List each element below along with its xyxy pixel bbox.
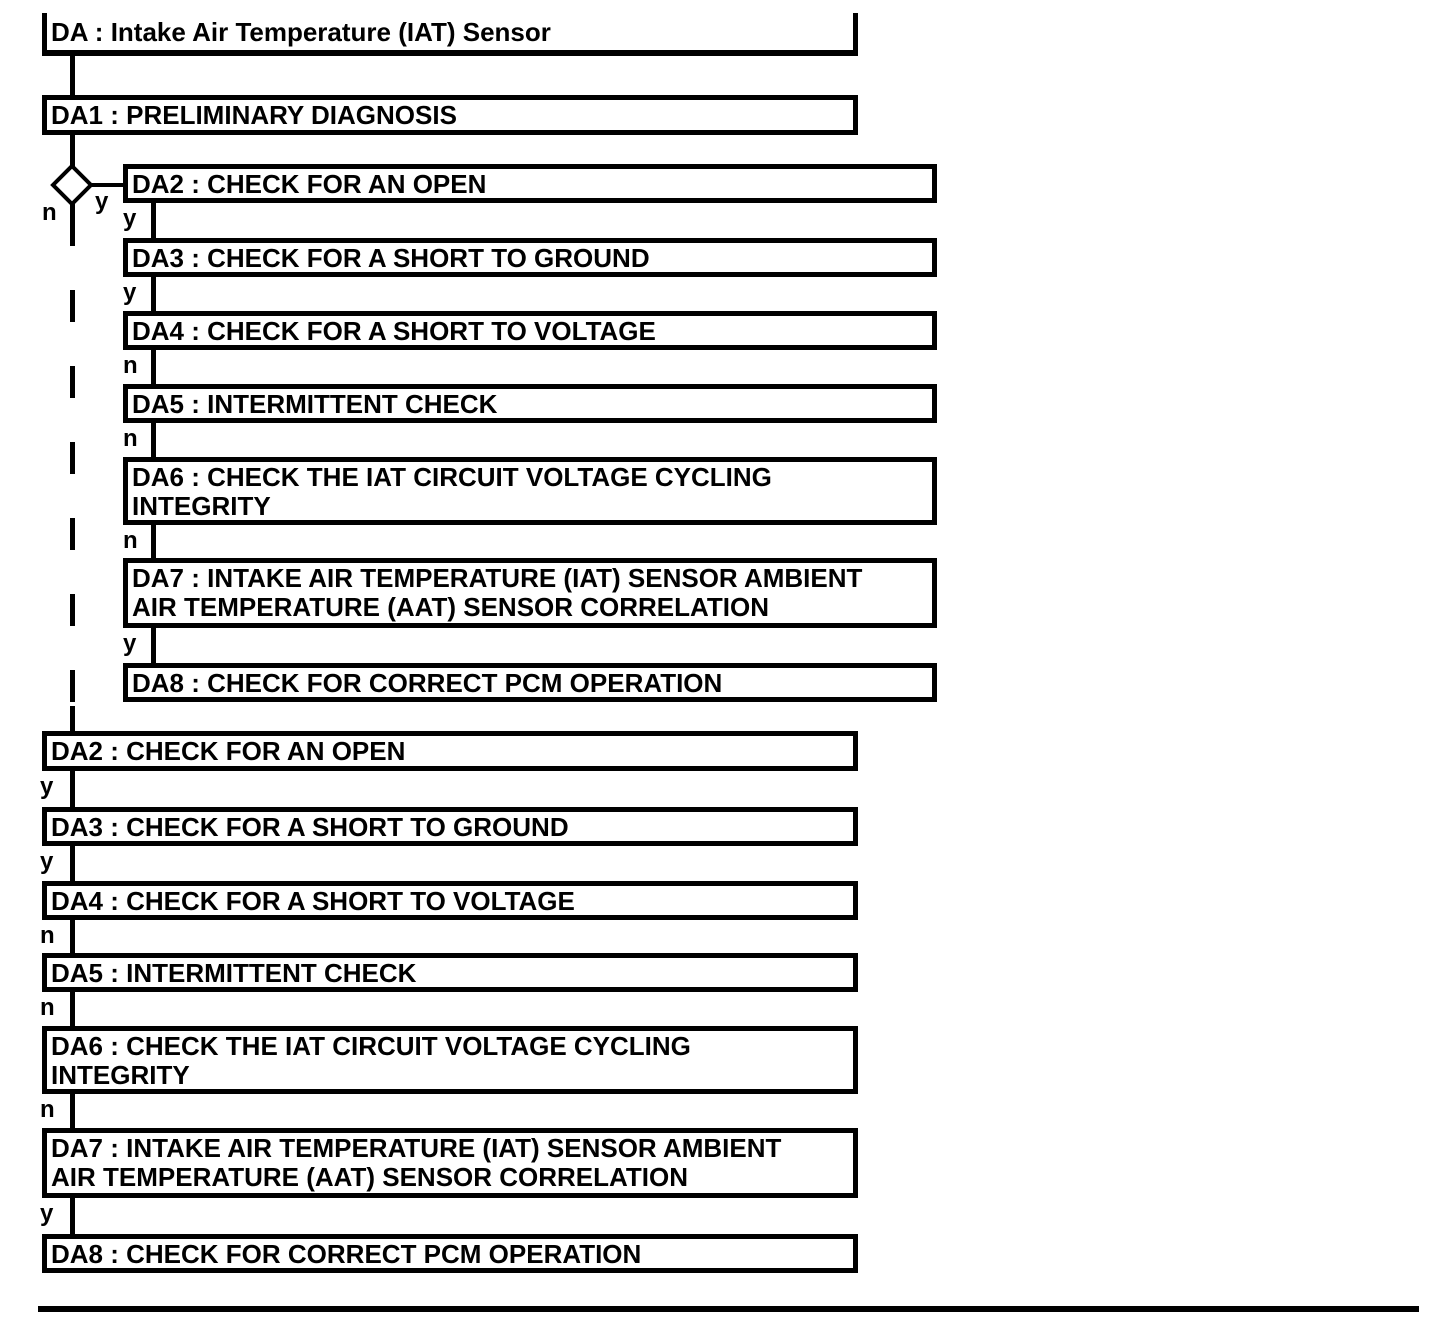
branch-outcome-label: y bbox=[123, 279, 137, 306]
diamond-shape bbox=[50, 163, 94, 207]
no-branch-step-da2[interactable]: DA2 : CHECK FOR AN OPEN bbox=[42, 731, 858, 771]
no-branch-step-da4[interactable]: DA4 : CHECK FOR A SHORT TO VOLTAGE bbox=[42, 881, 858, 920]
branch-line bbox=[92, 183, 125, 187]
no-branch-step-da8[interactable]: DA8 : CHECK FOR CORRECT PCM OPERATION bbox=[42, 1234, 858, 1273]
yes-branch-step-da5[interactable]: DA5 : INTERMITTENT CHECK bbox=[123, 384, 937, 423]
yes-branch-step-da6[interactable]: DA6 : CHECK THE IAT CIRCUIT VOLTAGE CYCL… bbox=[123, 457, 937, 525]
branch-outcome-label: y bbox=[40, 773, 54, 800]
connector-line bbox=[151, 203, 156, 238]
connector-line bbox=[70, 203, 75, 246]
connector-line bbox=[70, 992, 75, 1026]
no-branch-step-da7[interactable]: DA7 : INTAKE AIR TEMPERATURE (IAT) SENSO… bbox=[42, 1128, 858, 1198]
branch-outcome-label: n bbox=[123, 527, 138, 554]
connector-line bbox=[151, 423, 156, 457]
branch-outcome-label: y bbox=[40, 1200, 54, 1227]
yes-branch-step-da3[interactable]: DA3 : CHECK FOR A SHORT TO GROUND bbox=[123, 238, 937, 277]
no-branch-step-da6[interactable]: DA6 : CHECK THE IAT CIRCUIT VOLTAGE CYCL… bbox=[42, 1026, 858, 1094]
yes-branch-step-da7[interactable]: DA7 : INTAKE AIR TEMPERATURE (IAT) SENSO… bbox=[123, 558, 937, 628]
yes-branch-step-da4[interactable]: DA4 : CHECK FOR A SHORT TO VOLTAGE bbox=[123, 311, 937, 350]
no-branch-step-da5[interactable]: DA5 : INTERMITTENT CHECK bbox=[42, 953, 858, 992]
branch-outcome-label: n bbox=[40, 994, 55, 1021]
connector-line bbox=[70, 920, 75, 953]
connector-line bbox=[151, 350, 156, 384]
connector-line bbox=[151, 277, 156, 311]
connector-line bbox=[70, 706, 75, 731]
connector-line bbox=[70, 1198, 75, 1234]
box-da1-root[interactable]: DA1 : PRELIMINARY DIAGNOSIS bbox=[42, 95, 858, 135]
connector-line bbox=[151, 628, 156, 663]
yes-branch-step-da2[interactable]: DA2 : CHECK FOR AN OPEN bbox=[123, 164, 937, 203]
branch-outcome-label: y bbox=[40, 848, 54, 875]
connector-line bbox=[70, 1094, 75, 1128]
branch-outcome-label: n bbox=[40, 1096, 55, 1123]
connector-line bbox=[70, 56, 75, 95]
flow-title-box: DA : Intake Air Temperature (IAT) Sensor bbox=[42, 13, 858, 56]
footer-rule bbox=[38, 1306, 1419, 1312]
connector-line bbox=[70, 771, 75, 807]
branch-outcome-label: y bbox=[123, 630, 137, 657]
connector-line bbox=[70, 135, 75, 168]
connector-line bbox=[70, 846, 75, 881]
branch-outcome-label: y bbox=[123, 205, 137, 232]
connector-dashed-line bbox=[70, 246, 75, 706]
branch-outcome-label: n bbox=[123, 425, 138, 452]
no-branch-step-da3[interactable]: DA3 : CHECK FOR A SHORT TO GROUND bbox=[42, 807, 858, 846]
decision-yes-label: y bbox=[95, 188, 109, 215]
branch-outcome-label: n bbox=[40, 922, 55, 949]
decision-no-label: n bbox=[42, 199, 57, 226]
branch-outcome-label: n bbox=[123, 352, 138, 379]
yes-branch-step-da8[interactable]: DA8 : CHECK FOR CORRECT PCM OPERATION bbox=[123, 663, 937, 702]
connector-line bbox=[151, 525, 156, 558]
